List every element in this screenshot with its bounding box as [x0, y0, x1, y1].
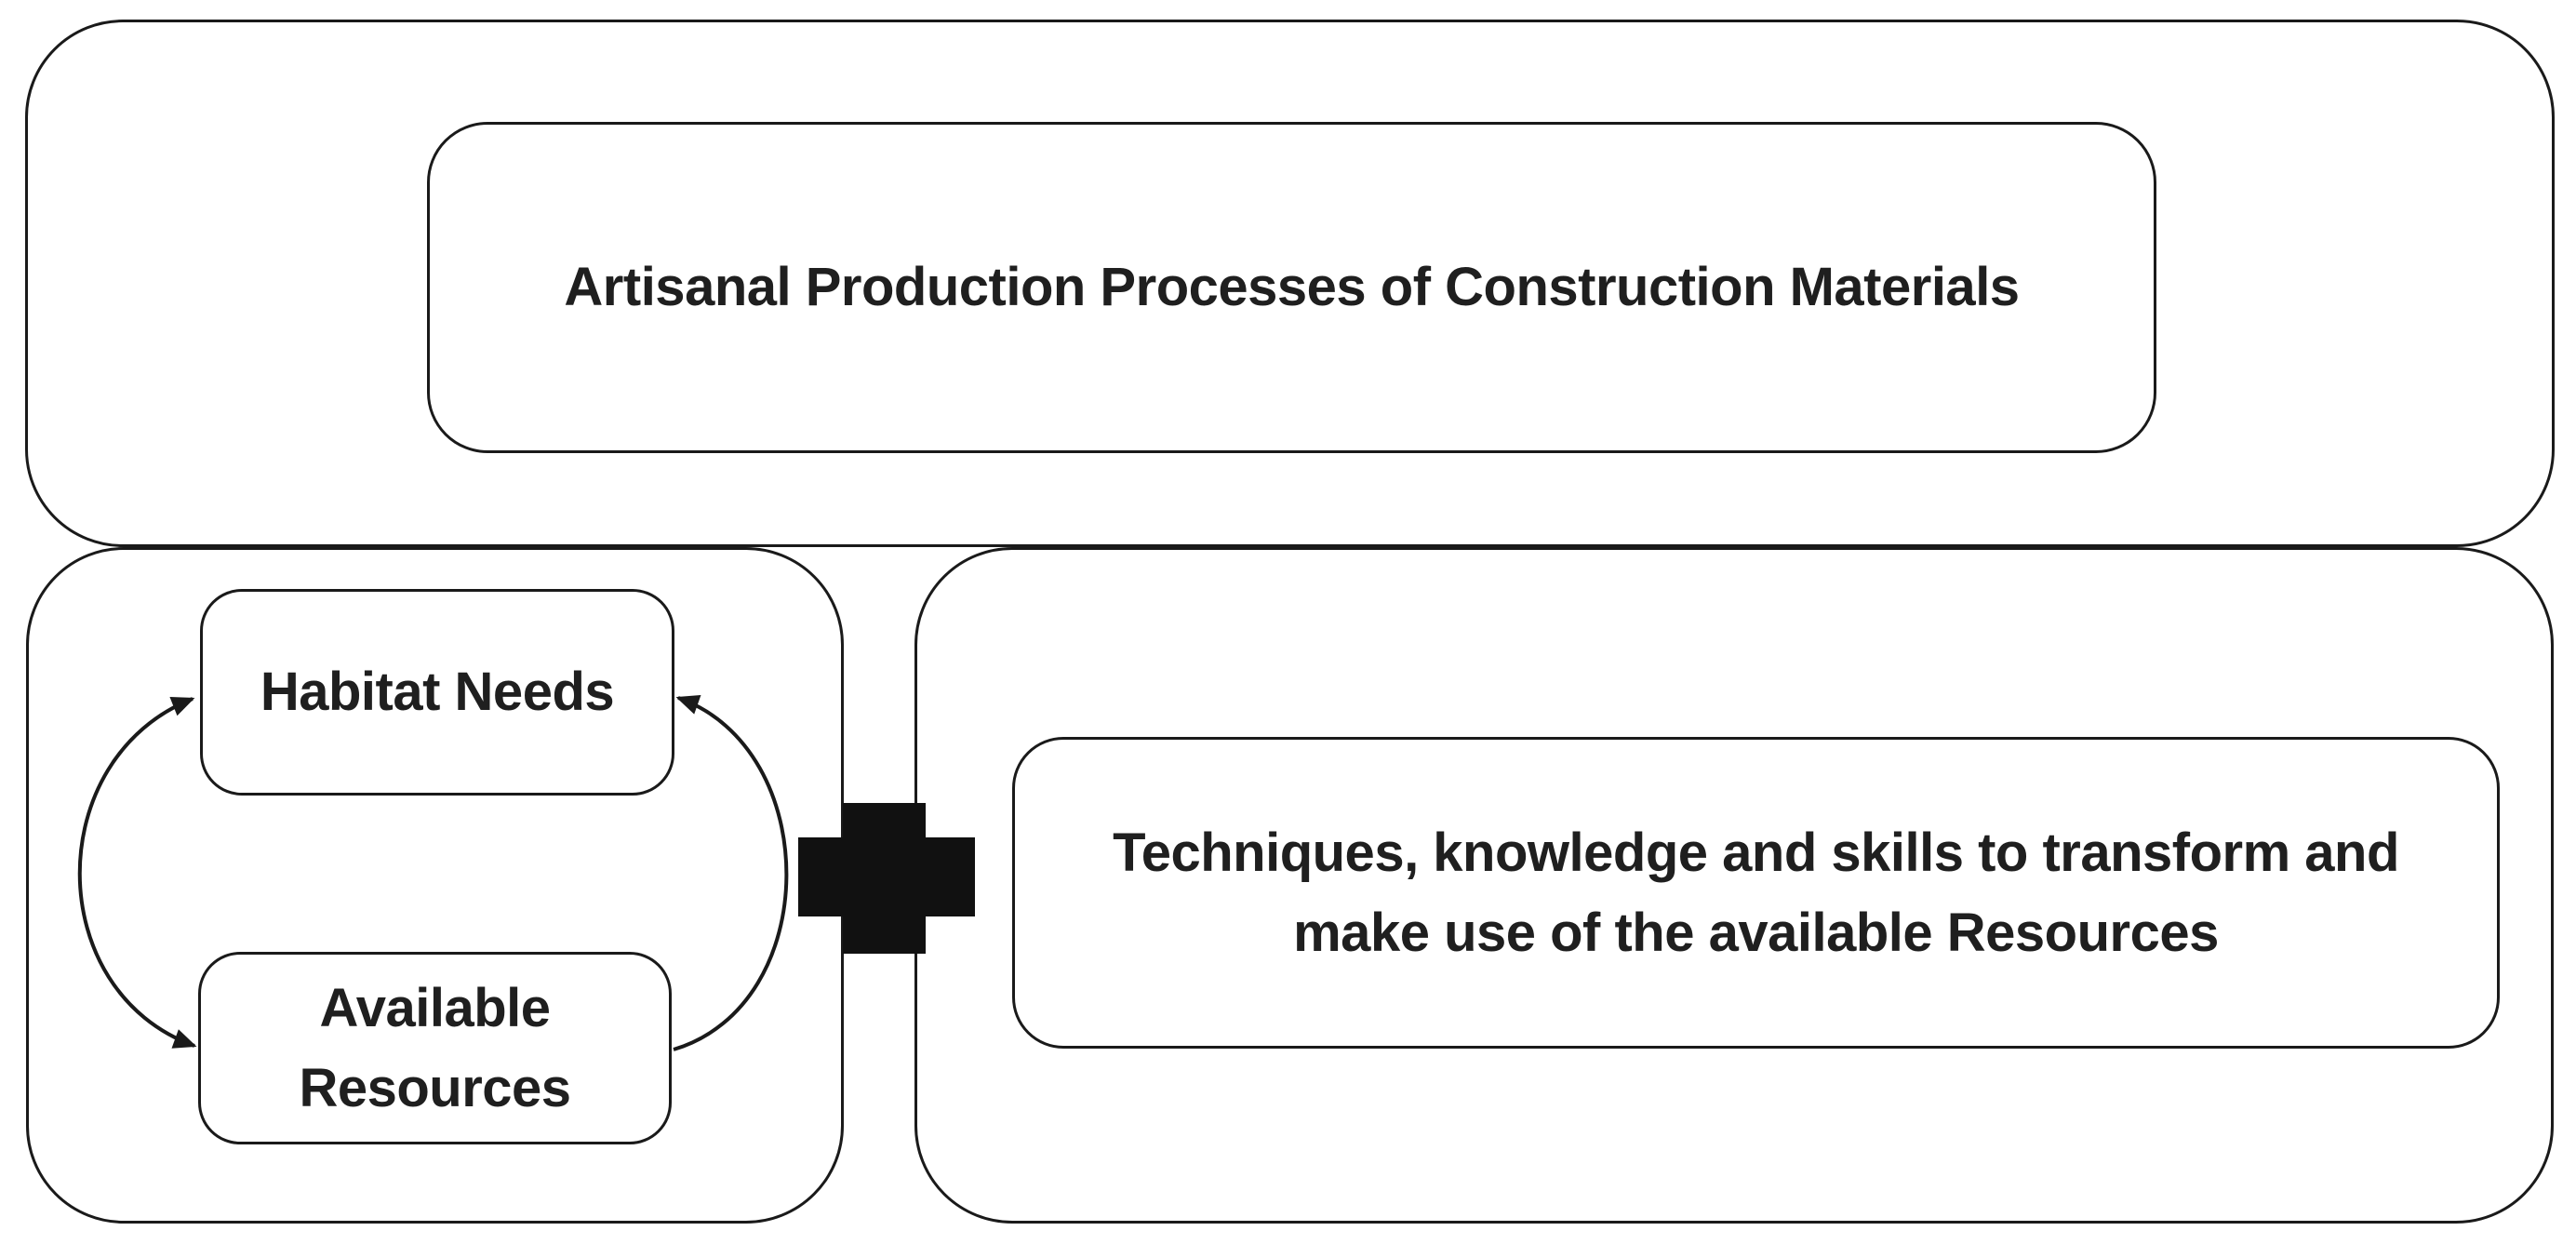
- root-node-label: Artisanal Production Processes of Constr…: [564, 257, 2020, 317]
- available-resources-label-line2: Resources: [299, 1057, 571, 1118]
- plus-icon-horizontal-bar: [798, 837, 975, 916]
- techniques-node: Techniques, knowledge and skills to tran…: [1012, 737, 2500, 1049]
- available-resources-node: Available Resources: [198, 952, 672, 1144]
- available-resources-label-line1: Available: [319, 977, 551, 1038]
- plus-icon: [798, 803, 975, 954]
- habitat-needs-node: Habitat Needs: [200, 589, 674, 796]
- techniques-label-line1: Techniques, knowledge and skills to tran…: [1113, 822, 2399, 883]
- root-node: Artisanal Production Processes of Constr…: [427, 122, 2156, 453]
- techniques-label-line2: make use of the available Resources: [1293, 902, 2219, 963]
- habitat-needs-label: Habitat Needs: [260, 662, 615, 722]
